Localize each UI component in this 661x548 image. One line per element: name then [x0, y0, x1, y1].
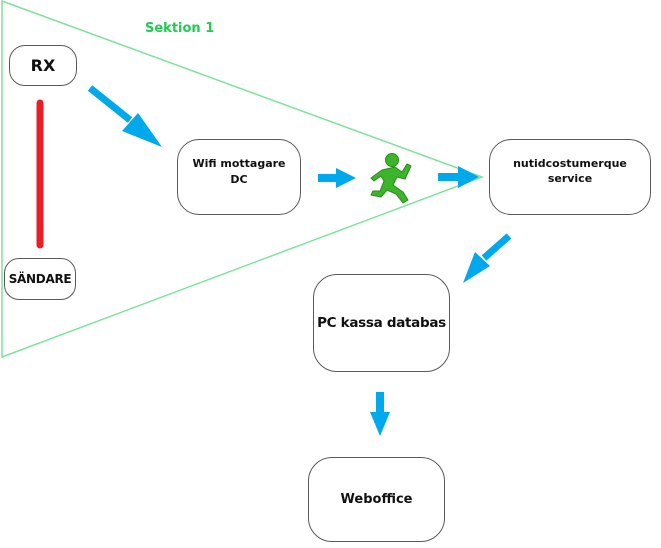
node-wifi-label-line2: DC	[230, 173, 248, 186]
node-nutid-service[interactable]: nutidcostumerque service	[489, 139, 651, 215]
arrow-rx-to-wifi	[87, 85, 162, 147]
node-sandare-label: SÄNDARE	[8, 272, 72, 286]
node-nutid-label-line2: service	[547, 172, 593, 185]
node-rx[interactable]: RX	[9, 45, 77, 86]
node-rx-label: RX	[30, 56, 56, 75]
node-pc-kassa-databas[interactable]: PC kassa databas	[313, 274, 450, 372]
node-weboffice[interactable]: Weboffice	[308, 457, 445, 542]
node-wifi-receiver[interactable]: Wifi mottagare DC	[177, 139, 301, 215]
node-pc-label: PC kassa databas	[317, 315, 446, 331]
section-triangle	[1, 0, 485, 359]
arrow-nutid-to-pc	[463, 233, 512, 283]
section-label: Sektion 1	[145, 21, 215, 36]
node-wifi-label-line1: Wifi mottagare	[192, 157, 286, 170]
running-person-icon	[370, 153, 412, 204]
arrow-runner-to-nutid	[438, 166, 479, 188]
arrow-wifi-to-runner	[318, 168, 356, 188]
node-sandare[interactable]: SÄNDARE	[4, 258, 76, 300]
arrow-pc-to-weboffice	[370, 392, 390, 436]
node-weboffice-label: Weboffice	[340, 492, 413, 507]
node-nutid-label-line1: nutidcostumerque	[513, 157, 627, 170]
